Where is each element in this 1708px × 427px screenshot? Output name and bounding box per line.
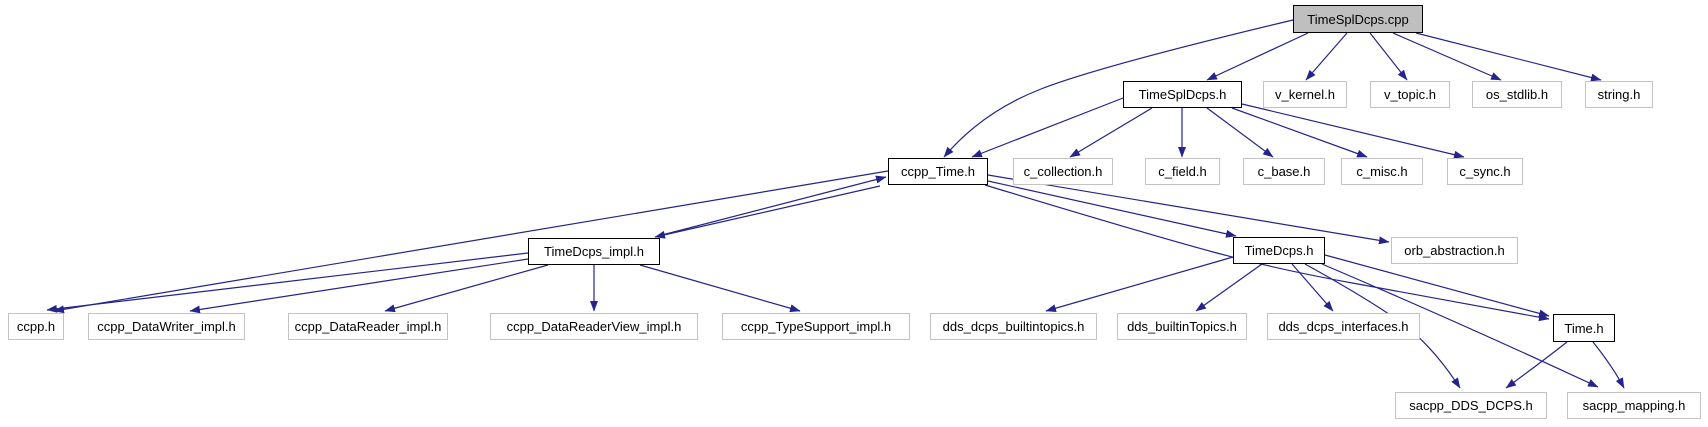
node-string_h[interactable]: string.h <box>1585 81 1653 108</box>
edge-time_dcps_h-dds_builtintopics_h <box>1195 263 1263 312</box>
node-dds_builtintopics_h[interactable]: dds_builtinTopics.h <box>1117 313 1247 340</box>
node-ccpp_datawriter_impl_h[interactable]: ccpp_DataWriter_impl.h <box>88 313 245 340</box>
edge-time_dcps_h-sacpp_mapping_h <box>1321 263 1599 388</box>
edge-time_spl_dcps_h-c_misc_h <box>1231 107 1368 158</box>
node-os_stdlib_h[interactable]: os_stdlib.h <box>1472 81 1562 108</box>
edge-time_dcps_impl_h-ccpp_time_h <box>661 175 887 236</box>
node-time_h[interactable]: Time.h <box>1553 314 1615 342</box>
edge-time_spl_dcps_h-c_collection_h <box>1069 107 1153 158</box>
node-time_spl_dcps_cpp: TimeSplDcps.cpp <box>1293 5 1423 33</box>
edge-time_dcps_impl_h-ccpp_h <box>46 252 529 313</box>
node-time_dcps_h[interactable]: TimeDcps.h <box>1233 237 1325 264</box>
node-ccpp_datareaderview_impl_h[interactable]: ccpp_DataReaderView_impl.h <box>490 313 698 340</box>
node-sacpp_dds_dcps_h[interactable]: sacpp_DDS_DCPS.h <box>1395 392 1547 419</box>
edge-group <box>46 19 1625 389</box>
node-dds_dcps_interfaces_h[interactable]: dds_dcps_interfaces.h <box>1267 313 1420 340</box>
edge-time_spl_dcps_h-ccpp_time_h <box>971 97 1124 158</box>
node-ccpp_datareader_impl_h[interactable]: ccpp_DataReader_impl.h <box>288 313 448 340</box>
node-time_dcps_impl_h[interactable]: TimeDcps_impl.h <box>528 238 660 265</box>
edge-time_dcps_h-time_h <box>1324 254 1550 318</box>
node-sacpp_mapping_h[interactable]: sacpp_mapping.h <box>1567 392 1701 419</box>
edge-time_dcps_h-dds_dcps_interfaces_h <box>1291 263 1334 312</box>
edge-ccpp_time_h-orb_abstraction_h <box>987 174 1390 245</box>
node-orb_abstraction_h[interactable]: orb_abstraction.h <box>1391 237 1518 264</box>
edge-time_spl_dcps_cpp-ccpp_time_h <box>943 19 1294 158</box>
node-ccpp_time_h[interactable]: ccpp_Time.h <box>888 158 988 185</box>
node-time_spl_dcps_h[interactable]: TimeSplDcps.h <box>1123 81 1242 108</box>
edge-time_spl_dcps_h-c_base_h <box>1206 107 1274 158</box>
edge-time_h-sacpp_mapping_h <box>1592 341 1625 389</box>
edge-ccpp_time_h-time_dcps_impl_h <box>654 185 881 239</box>
edge-time_spl_dcps_cpp-string_h <box>1415 32 1602 82</box>
edge-time_spl_dcps_cpp-os_stdlib_h <box>1392 32 1502 81</box>
node-v_topic_h[interactable]: v_topic.h <box>1370 81 1450 108</box>
node-dds_dcps_builtintopics_h[interactable]: dds_dcps_builtintopics.h <box>930 313 1097 340</box>
edge-time_spl_dcps_cpp-time_spl_dcps_h <box>1206 32 1309 81</box>
node-c_base_h[interactable]: c_base.h <box>1243 158 1325 185</box>
edge-ccpp_time_h-time_h <box>984 184 1550 322</box>
edge-ccpp_time_h-ccpp_h <box>53 170 889 314</box>
edge-time_dcps_impl_h-ccpp_datareader_impl_h <box>384 264 549 313</box>
node-c_sync_h[interactable]: c_sync.h <box>1447 158 1523 185</box>
node-v_kernel_h[interactable]: v_kernel.h <box>1263 81 1347 108</box>
node-c_misc_h[interactable]: c_misc.h <box>1341 158 1423 185</box>
edge-time_spl_dcps_cpp-v_topic_h <box>1369 32 1408 81</box>
edge-time_spl_dcps_cpp-v_kernel_h <box>1305 32 1348 81</box>
node-ccpp_h[interactable]: ccpp.h <box>8 313 64 340</box>
edge-time_h-sacpp_dds_dcps_h <box>1505 341 1568 389</box>
node-c_collection_h[interactable]: c_collection.h <box>1013 158 1113 185</box>
edge-ccpp_time_h-time_dcps_h <box>987 180 1237 238</box>
edge-time_dcps_impl_h-ccpp_datawriter_impl_h <box>189 258 529 314</box>
node-c_field_h[interactable]: c_field.h <box>1145 158 1220 185</box>
node-ccpp_typesupport_impl_h[interactable]: ccpp_TypeSupport_impl.h <box>722 313 910 340</box>
edge-time_dcps_h-dds_dcps_builtintopics_h <box>1045 256 1234 313</box>
edge-time_spl_dcps_h-c_sync_h <box>1241 103 1465 159</box>
edge-time_dcps_impl_h-ccpp_typesupport_impl_h <box>639 264 801 313</box>
